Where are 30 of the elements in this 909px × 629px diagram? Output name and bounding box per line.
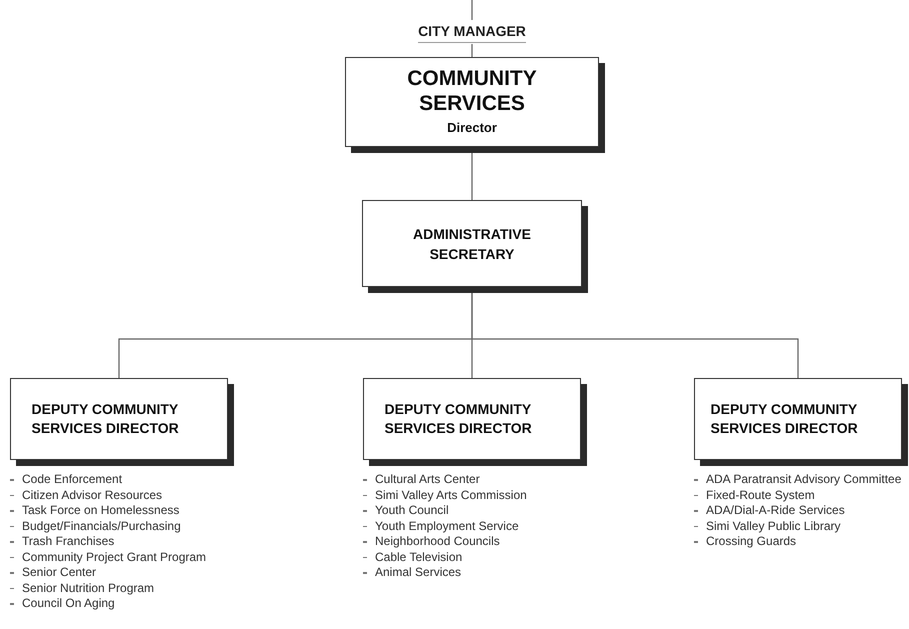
duty-item: Budget/Financials/Purchasing	[22, 518, 181, 534]
duty-item: Community Project Grant Program	[22, 550, 206, 565]
duty-item: Simi Valley Public Library	[706, 518, 840, 534]
duty-item: ADA Paratransit Advisory Committee	[706, 472, 902, 488]
duty-item: ADA/Dial-A-Ride Services	[706, 503, 845, 518]
duty-item: Citizen Advisor Resources	[22, 488, 162, 503]
duty-item: Cultural Arts Center	[375, 472, 480, 488]
duty-item: Senior Nutrition Program	[22, 580, 154, 596]
duty-item: Simi Valley Arts Commission	[375, 488, 527, 503]
box-title: DEPUTY COMMUNITY SERVICES DIRECTOR	[384, 400, 533, 438]
connector-line	[471, 0, 473, 20]
duty-item: Task Force on Homelessness	[22, 503, 180, 518]
duty-item: Trash Franchises	[22, 534, 114, 550]
duty-item: Neighborhood Councils	[375, 534, 500, 550]
duty-item: Youth Employment Service	[375, 518, 519, 534]
duty-item: Youth Council	[375, 503, 449, 518]
duty-item: Crossing Guards	[706, 534, 796, 550]
box-title: DEPUTY COMMUNITY SERVICES DIRECTOR	[710, 400, 859, 438]
box-title: DEPUTY COMMUNITY SERVICES DIRECTOR	[32, 400, 180, 438]
box-title: ADMINISTRATIVE SECRETARY	[412, 224, 532, 264]
duty-item: Animal Services	[375, 565, 462, 580]
box-subtitle: Director	[447, 119, 497, 138]
duty-item: Fixed-Route System	[706, 488, 815, 503]
duty-item: Cable Television	[375, 550, 462, 565]
role-title: CITY MANAGER	[418, 21, 526, 43]
box-title: COMMUNITY SERVICES	[406, 66, 538, 116]
connector-line	[471, 44, 473, 57]
duty-item: Council On Aging	[22, 596, 115, 612]
duty-item: Senior Center	[22, 565, 96, 580]
duty-item: Code Enforcement	[22, 472, 122, 488]
